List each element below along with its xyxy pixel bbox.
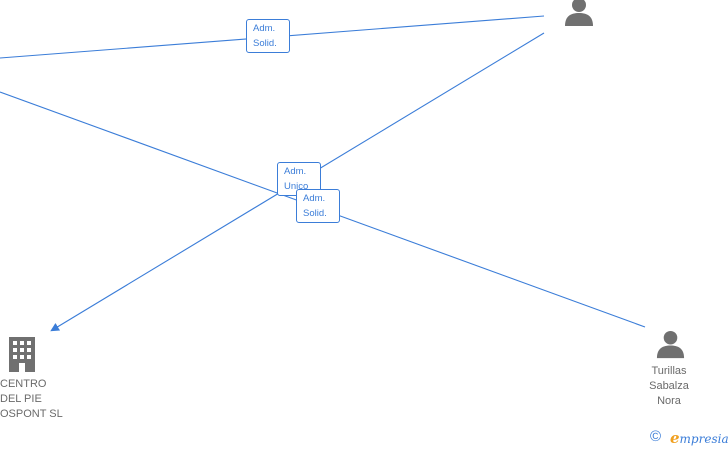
brand-name: empresia	[670, 429, 728, 447]
copyright-icon: ©	[650, 428, 662, 445]
role-box-line: Adm.	[284, 166, 307, 177]
person-icon[interactable]	[563, 0, 595, 28]
role-box-adm-solid-top[interactable]: Adm. Solid.	[246, 19, 290, 53]
label-line: OSPONT SL	[0, 408, 63, 420]
role-box-line: Unico	[284, 181, 309, 192]
role-box-adm-solid-center[interactable]: Adm. Solid.	[296, 189, 340, 223]
role-box-line: Solid.	[253, 38, 277, 49]
label-line: Turillas	[651, 365, 687, 377]
role-box-line: Adm.	[303, 193, 326, 204]
role-box-line: Solid.	[303, 208, 327, 219]
label-line: Nora	[657, 395, 681, 407]
brand-name-rest: mpresia	[679, 432, 728, 446]
company-label[interactable]: CENTRO DEL PIE OSPONT SL	[0, 377, 63, 422]
role-box-line: Adm.	[253, 23, 276, 34]
label-line: CENTRO	[0, 378, 47, 390]
label-line: Sabalza	[649, 380, 689, 392]
building-icon[interactable]	[8, 337, 36, 372]
brand-initial: e	[670, 429, 680, 447]
person-label-turillas[interactable]: Turillas Sabalza Nora	[640, 364, 698, 409]
person-icon[interactable]	[655, 329, 686, 360]
label-line: DEL PIE	[0, 393, 42, 405]
